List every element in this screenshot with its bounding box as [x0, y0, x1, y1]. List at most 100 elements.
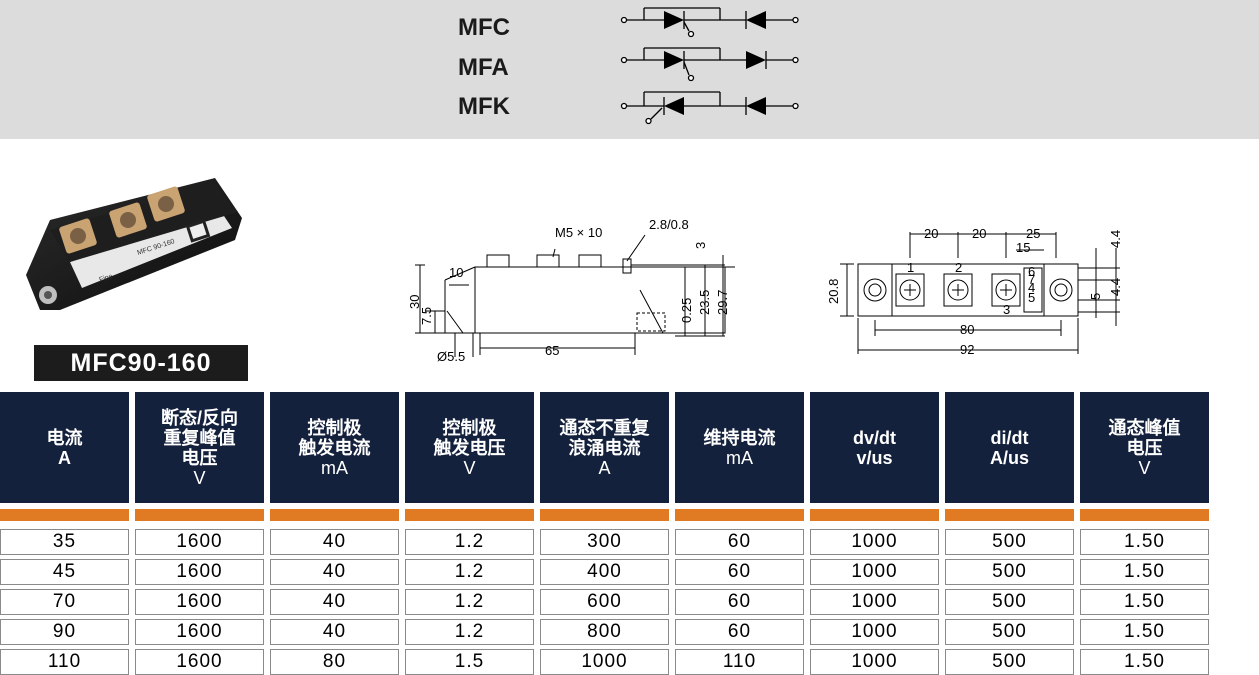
col-on-state-peak-voltage: 通态峰值 电压 V	[1080, 392, 1209, 503]
table-cell: 1600	[135, 559, 264, 585]
table-cell: 1.50	[1080, 589, 1209, 615]
header-unit: mA	[726, 447, 753, 468]
table-cell: 60	[675, 559, 804, 585]
table-cell: 1000	[540, 649, 669, 675]
pin-6: 6	[1028, 264, 1035, 279]
accent-bar	[0, 509, 129, 521]
pin-5: 5	[1028, 290, 1035, 305]
dim-screw: M5 × 10	[555, 225, 602, 240]
table-cell: 800	[540, 619, 669, 645]
dim-25: 25	[1026, 226, 1040, 241]
table-cell: 300	[540, 529, 669, 555]
table-cell: 40	[270, 589, 399, 615]
top-view-drawing: 20 20 25 15 4.4 4.4 5 20.8 80 92 1 2 3 4…	[826, 226, 1123, 357]
header-unit: mA	[321, 457, 348, 478]
col-surge-current: 通态不重复 浪涌电流 A	[540, 392, 669, 503]
table-cell: 500	[945, 619, 1074, 645]
accent-bar	[405, 509, 534, 521]
header-unit: V	[1138, 457, 1151, 478]
col-dv-dt: dv/dt v/us	[810, 392, 939, 503]
table-cell: 70	[0, 589, 129, 615]
dim-4-4a: 4.4	[1108, 230, 1123, 248]
dim-4-4b: 4.4	[1108, 278, 1123, 296]
side-view-drawing: M5 × 10 2.8/0.8 3 30 10 7.5 Ø5.5 65 0.25…	[407, 217, 735, 364]
dim-20b: 20	[972, 226, 986, 241]
header-line: 触发电流	[298, 437, 371, 458]
table-cell: 1600	[135, 619, 264, 645]
table-cell: 45	[0, 559, 129, 585]
mfa-circuit-symbol	[620, 47, 799, 82]
header-unit: A	[58, 447, 71, 468]
pin-4: 4	[1028, 280, 1035, 295]
dim-terminal: 2.8/0.8	[649, 217, 689, 232]
dim-hole: Ø5.5	[437, 349, 465, 364]
table-cell: 1000	[810, 619, 939, 645]
dim-20-8: 20.8	[826, 279, 841, 304]
table-cell: 90	[0, 619, 129, 645]
table-cell: 500	[945, 559, 1074, 585]
variant-label-mfk: MFK	[458, 93, 510, 120]
col-current: 电流 A	[0, 392, 129, 503]
col-gate-trigger-voltage: 控制极 触发电压 V	[405, 392, 534, 503]
table-cell: 400	[540, 559, 669, 585]
table-cell: 1600	[135, 589, 264, 615]
model-label: MFC90-160	[34, 345, 248, 381]
accent-bar	[270, 509, 399, 521]
table-cell: 80	[270, 649, 399, 675]
dim-3: 3	[693, 242, 708, 249]
accent-bar	[1080, 509, 1209, 521]
table-cell: 110	[675, 649, 804, 675]
header-unit: V	[193, 467, 206, 488]
col-repetitive-peak-voltage: 断态/反向 重复峰值 电压 V	[135, 392, 264, 503]
dim-20a: 20	[924, 226, 938, 241]
table-cell: 1.50	[1080, 649, 1209, 675]
table-cell: 1.2	[405, 559, 534, 585]
table-cell: 60	[675, 589, 804, 615]
table-cell: 500	[945, 589, 1074, 615]
mfk-circuit-symbol	[620, 91, 799, 125]
dim-15: 15	[1016, 240, 1030, 255]
accent-bar	[810, 509, 939, 521]
dim-80: 80	[960, 322, 974, 337]
accent-bar	[945, 509, 1074, 521]
dim-10: 10	[449, 265, 463, 280]
header-unit: V	[463, 457, 476, 478]
table-cell: 1.5	[405, 649, 534, 675]
spec-table-header-row: 电流 A 断态/反向 重复峰值 电压 V 控制极 触发电流 mA 控制极 触发电…	[0, 392, 1209, 503]
header-unit: v/us	[856, 447, 893, 468]
dim-92: 92	[960, 342, 974, 357]
table-cell: 500	[945, 529, 1074, 555]
variant-label-mfc: MFC	[458, 14, 510, 41]
circuit-variants-band	[0, 0, 1259, 139]
table-cell: 1.2	[405, 619, 534, 645]
header-line: 控制极	[442, 417, 497, 438]
table-cell: 1000	[810, 649, 939, 675]
header-line: 触发电压	[433, 437, 506, 458]
mfc-circuit-symbol	[620, 7, 799, 38]
header-line: 电压	[1126, 437, 1163, 458]
header-line: 通态不重复	[559, 417, 650, 438]
table-cell: 1.50	[1080, 619, 1209, 645]
table-cell: 40	[270, 619, 399, 645]
table-cell: 1600	[135, 529, 264, 555]
table-cell: 110	[0, 649, 129, 675]
col-gate-trigger-current: 控制极 触发电流 mA	[270, 392, 399, 503]
variant-label-mfa: MFA	[458, 54, 509, 81]
dim-30: 30	[407, 295, 422, 309]
table-cell: 1000	[810, 559, 939, 585]
table-cell: 1000	[810, 529, 939, 555]
pin-1: 1	[907, 260, 914, 275]
table-cell: 1.50	[1080, 529, 1209, 555]
table-cell: 1.2	[405, 589, 534, 615]
dim-29-7: 29.7	[715, 290, 730, 315]
table-cell: 1.50	[1080, 559, 1209, 585]
table-cell: 40	[270, 559, 399, 585]
header-line: 断态/反向	[160, 407, 238, 428]
table-cell: 35	[0, 529, 129, 555]
dim-23-5: 23.5	[697, 290, 712, 315]
header-line: 通态峰值	[1108, 417, 1181, 438]
spec-table: 电流 A 断态/反向 重复峰值 电压 V 控制极 触发电流 mA 控制极 触发电…	[0, 392, 1215, 675]
